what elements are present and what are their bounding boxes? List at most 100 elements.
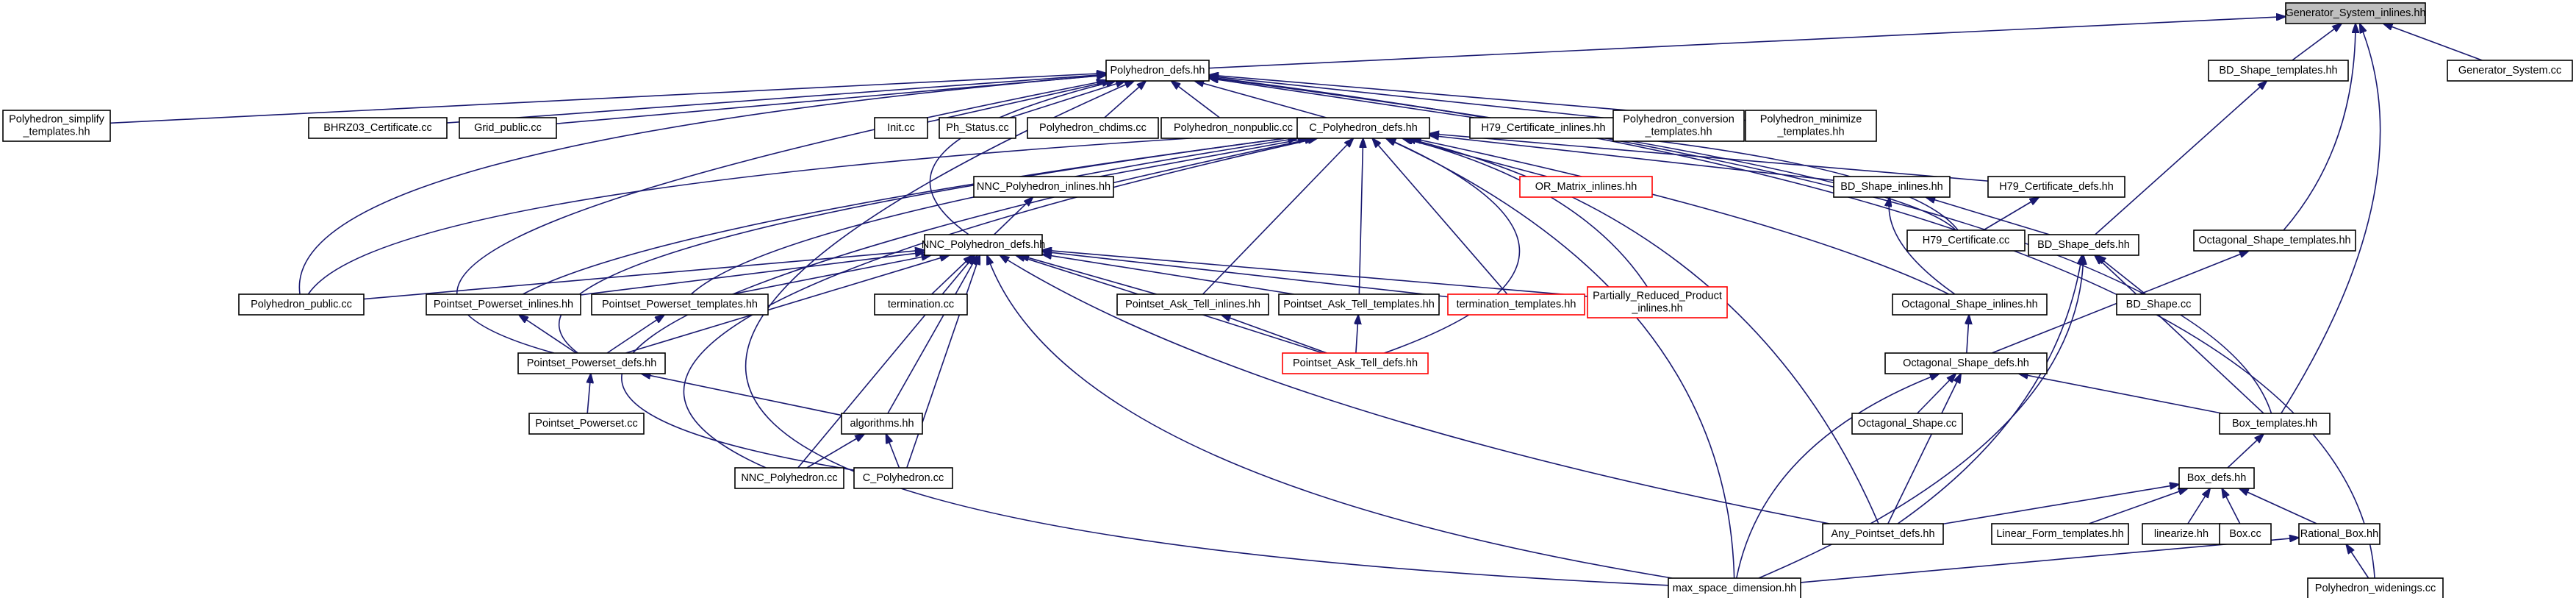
node-label: Pointset_Ask_Tell_defs.hh: [1293, 357, 1418, 369]
edge-line: [2292, 24, 2342, 61]
file-node-pwid[interactable]: Polyhedron_widenings.cc: [2307, 577, 2444, 598]
file-node-nncp[interactable]: NNC_Polyhedron.cc: [734, 467, 844, 489]
file-node-ppt[interactable]: Pointset_Powerset_templates.hh: [591, 293, 769, 316]
edge-line: [1800, 538, 2299, 583]
node-label: Generator_System_inlines.hh: [2285, 7, 2425, 19]
include-edge-patt-to-cpd: [1358, 138, 1363, 295]
edge-line: [606, 315, 664, 354]
include-edge-phs-to-pdefs: [1009, 81, 1125, 118]
file-node-msd[interactable]: max_space_dimension.hh: [1668, 577, 1801, 598]
file-node-occ[interactable]: Octagonal_Shape.cc: [1851, 413, 1963, 435]
file-node-osd[interactable]: Octagonal_Shape_defs.hh: [1884, 352, 2048, 374]
node-label: Polyhedron_nonpublic.cc: [1174, 122, 1293, 134]
edge-line: [797, 255, 975, 469]
node-label: max_space_dimension.hh: [1673, 583, 1796, 594]
file-node-nncd[interactable]: NNC_Polyhedron_defs.hh: [922, 234, 1045, 256]
node-label: OR_Matrix_inlines.hh: [1535, 181, 1637, 193]
file-node-psimp[interactable]: Polyhedron_simplify_templates.hh: [2, 110, 111, 142]
node-box: [238, 293, 365, 316]
node-label: BD_Shape_inlines.hh: [1840, 181, 1942, 193]
file-node-pati[interactable]: Pointset_Ask_Tell_inlines.hh: [1116, 293, 1269, 316]
file-node-ppd[interactable]: Pointset_Powerset_defs.hh: [517, 352, 666, 374]
file-node-boxd[interactable]: Box_defs.hh: [2178, 467, 2255, 489]
include-edge-lin-to-boxd: [2187, 488, 2210, 524]
file-node-pdefs[interactable]: Polyhedron_defs.hh: [1105, 60, 1210, 82]
node-label: Pointset_Ask_Tell_inlines.hh: [1125, 299, 1260, 310]
node-label: BD_Shape_defs.hh: [2037, 239, 2130, 251]
file-node-ppub[interactable]: Polyhedron_public.cc: [238, 293, 365, 316]
file-node-pnp[interactable]: Polyhedron_nonpublic.cc: [1160, 117, 1306, 139]
file-node-bdcc[interactable]: BD_Shape.cc: [2116, 293, 2201, 316]
edge-line: [621, 138, 1314, 471]
file-node-cpcc[interactable]: C_Polyhedron.cc: [853, 467, 953, 489]
node-box: [841, 413, 923, 435]
edge-line: [745, 81, 1669, 586]
file-node-bdt[interactable]: BD_Shape_templates.hh: [2208, 60, 2349, 82]
node-box: [1987, 176, 2125, 198]
edge-line: [927, 81, 1111, 123]
node-label: Any_Pointset_defs.hh: [1831, 528, 1934, 540]
include-edge-msd-to-nncd: [987, 255, 1673, 579]
edge-line: [1736, 374, 1940, 579]
file-node-octt[interactable]: Octagonal_Shape_templates.hh: [2193, 229, 2356, 252]
include-edge-init-to-pdefs: [927, 81, 1111, 123]
edge-line: [1429, 135, 1834, 182]
file-node-grid[interactable]: Grid_public.cc: [459, 117, 557, 139]
file-node-h79cd[interactable]: H79_Certificate_defs.hh: [1987, 176, 2125, 198]
file-node-boxcc[interactable]: Box.cc: [2219, 523, 2272, 545]
include-edge-msd-to-cpd: [1386, 138, 1735, 579]
file-node-rbox[interactable]: Rational_Box.hh: [2298, 523, 2381, 545]
file-node-h79cc[interactable]: H79_Certificate.cc: [1906, 229, 2026, 252]
edge-line: [1042, 250, 1588, 297]
file-node-pmin[interactable]: Polyhedron_minimize_templates.hh: [1745, 110, 1877, 142]
file-node-gsc[interactable]: Generator_System.cc: [2447, 60, 2573, 82]
file-node-ppi[interactable]: Pointset_Powerset_inlines.hh: [426, 293, 581, 316]
node-box: [517, 352, 666, 374]
edge-line: [806, 434, 864, 469]
edge-line: [1358, 138, 1363, 295]
include-edge-ppd-to-ppt: [606, 315, 664, 354]
file-node-term[interactable]: termination.cc: [874, 293, 968, 316]
file-node-apd[interactable]: Any_Pointset_defs.hh: [1822, 523, 1944, 545]
node-label: _templates.hh: [1644, 127, 1712, 138]
file-node-boxt[interactable]: Box_templates.hh: [2219, 413, 2331, 435]
edge-line: [298, 75, 1106, 295]
file-node-lin[interactable]: linearize.hh: [2142, 523, 2221, 545]
include-edge-h79ci-to-pdefs: [1209, 78, 1474, 118]
file-node-phs[interactable]: Ph_Status.cc: [939, 117, 1016, 139]
file-node-bhrz[interactable]: BHRZ03_Certificate.cc: [308, 117, 448, 139]
file-node-init[interactable]: Init.cc: [874, 117, 928, 139]
include-edge-h79cc-to-h79cd: [1983, 197, 2039, 231]
file-node-cpd[interactable]: C_Polyhedron_defs.hh: [1296, 117, 1430, 139]
node-label: Pointset_Ask_Tell_templates.hh: [1283, 299, 1435, 310]
node-box: [308, 117, 448, 139]
file-node-bdsd[interactable]: BD_Shape_defs.hh: [2028, 234, 2139, 256]
file-node-ppcc[interactable]: Pointset_Powerset.cc: [528, 413, 645, 435]
file-node-osi[interactable]: Octagonal_Shape_inlines.hh: [1892, 293, 2048, 316]
file-node-bdsi[interactable]: BD_Shape_inlines.hh: [1833, 176, 1951, 198]
file-node-alg[interactable]: algorithms.hh: [841, 413, 923, 435]
file-node-gen[interactable]: Generator_System_inlines.hh: [2285, 2, 2426, 24]
include-edge-ppub-to-nncd: [363, 250, 925, 300]
edge-line: [2383, 24, 2483, 61]
edge-line: [2088, 488, 2188, 524]
file-node-lft[interactable]: Linear_Form_templates.hh: [1991, 523, 2129, 545]
file-node-h79ci[interactable]: H79_Certificate_inlines.hh: [1469, 117, 1618, 139]
file-node-patd[interactable]: Pointset_Ask_Tell_defs.hh: [1282, 352, 1429, 374]
file-node-pchd[interactable]: Polyhedron_chdims.cc: [1027, 117, 1159, 139]
edge-line: [1897, 255, 2082, 524]
node-label: Pointset_Powerset_inlines.hh: [434, 299, 573, 310]
node-label: Box.cc: [2229, 528, 2261, 540]
file-node-prp[interactable]: Partially_Reduced_Product_inlines.hh: [1587, 286, 1728, 318]
file-node-patt[interactable]: Pointset_Ask_Tell_templates.hh: [1278, 293, 1440, 316]
node-box: [1906, 229, 2026, 252]
include-edge-h79cc-to-pdefs: [1209, 77, 1956, 231]
file-node-orm[interactable]: OR_Matrix_inlines.hh: [1519, 176, 1653, 198]
file-node-termt[interactable]: termination_templates.hh: [1447, 293, 1585, 316]
file-node-nnci[interactable]: NNC_Polyhedron_inlines.hh: [973, 176, 1114, 198]
include-edge-apd-to-bdsd: [1897, 255, 2082, 524]
node-box: [924, 234, 1043, 256]
node-box: [973, 176, 1114, 198]
file-node-pconv[interactable]: Polyhedron_conversion_templates.hh: [1612, 110, 1745, 142]
